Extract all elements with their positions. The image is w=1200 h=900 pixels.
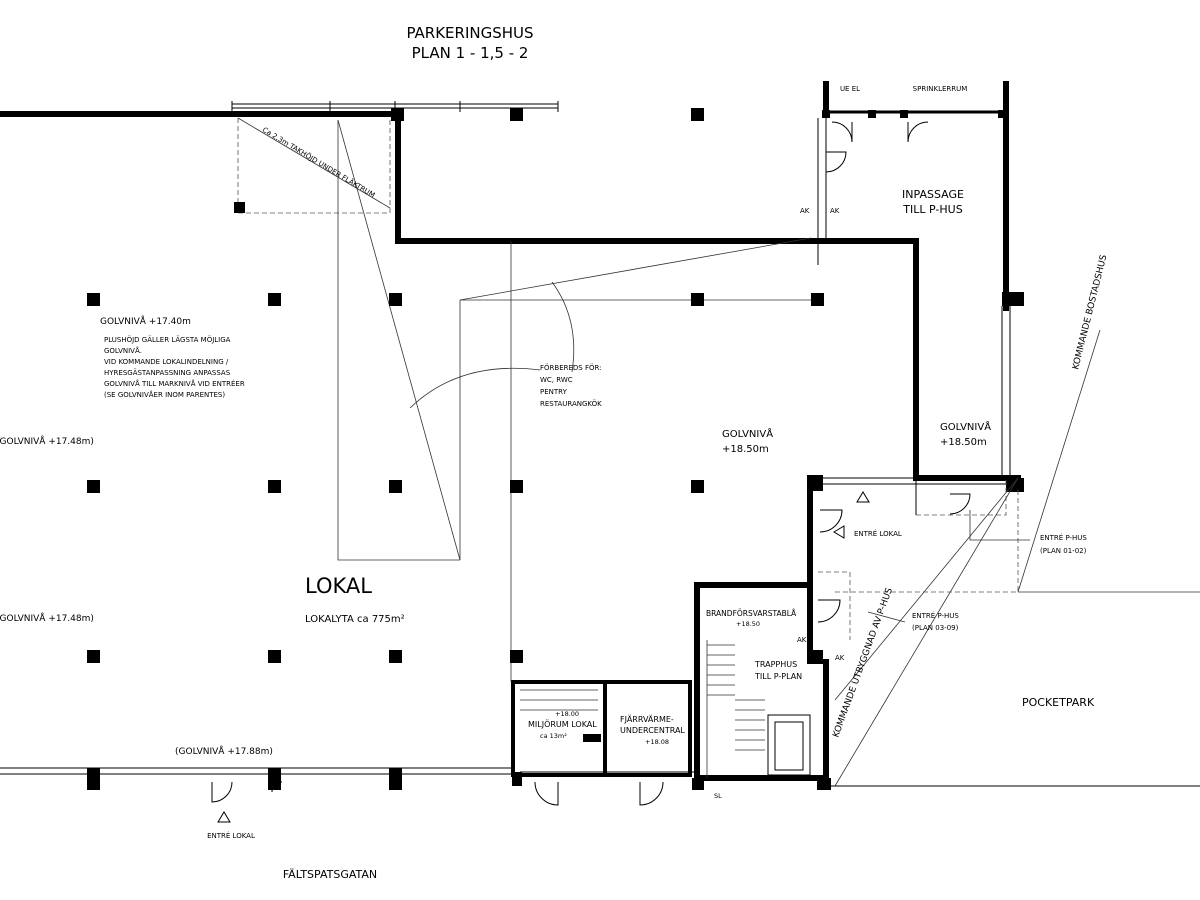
district-heating-level: +18.08: [645, 738, 669, 746]
ak-label: AK: [800, 207, 810, 215]
district-heating-label: UNDERCENTRAL: [620, 726, 685, 735]
lokal-area: LOKALYTA ca 775m²: [305, 614, 405, 625]
prepared-for-label: PENTRY: [540, 388, 568, 396]
waste-room-level: +18.00: [555, 710, 579, 718]
ak-label: AK: [835, 654, 845, 662]
plan-title-line2: PLAN 1 - 1,5 - 2: [412, 44, 529, 62]
lokal-title: LOKAL: [305, 574, 372, 598]
entrance-label: ENTRÉ LOKAL: [854, 529, 902, 538]
entrance-markers: [217, 491, 870, 823]
district-heating-label: FJÄRRVÄRME-: [620, 714, 674, 724]
floor-level-note: PLUSHÖJD GÄLLER LÄGSTA MÖJLIGA: [104, 335, 231, 344]
floor-level-label: GOLVNIVÅ: [722, 427, 773, 440]
entrance-label: ENTRÉ LOKAL: [207, 831, 255, 840]
exterior-walls: [0, 81, 1021, 789]
floor-level-label: GOLVNIVÅ: [940, 420, 991, 433]
structural-columns: [87, 108, 824, 790]
floor-level-label: +18.50m: [940, 437, 987, 448]
guide-lines: [237, 117, 1200, 787]
floor-level-note: GOLVNIVÅ TILL MARKNIVÅ VID ENTRÉER: [104, 379, 245, 388]
entrance-triangle: [833, 525, 845, 539]
waste-room-area: ca 13m²: [540, 732, 567, 740]
plan-title-line1: PARKERINGSHUS: [406, 24, 533, 42]
inpassage-label: INPASSAGE: [902, 188, 964, 201]
stairwell-label: TILL P-PLAN: [754, 672, 802, 681]
entrance-plan-label: (PLAN 01-02): [1040, 547, 1087, 555]
glazing-and-thin-lines: [0, 101, 1200, 787]
room-labels: UE EL SPRINKLERRUM Ca 2,3m TAKHÖJD UNDER…: [0, 85, 1109, 881]
prepared-for-label: RESTAURANGKÖK: [540, 399, 602, 408]
ceiling-height-note: Ca 2,3m TAKHÖJD UNDER FLÄKTRUM: [261, 125, 377, 199]
floor-level-note: GOLVNIVÅ.: [104, 346, 142, 355]
floor-level-label: (GOLVNIVÅ +17.48m): [0, 612, 94, 624]
sprinklerrum-label: SPRINKLERRUM: [913, 85, 968, 93]
pocketpark-label: POCKETPARK: [1022, 696, 1095, 709]
fire-panel-level: +18.50: [736, 620, 760, 628]
ak-label: AK: [797, 636, 807, 644]
prepared-for-label: FÖRBEREDS FÖR:: [540, 363, 602, 372]
future-housing-label: KOMMANDE BOSTADSHUS: [1071, 254, 1109, 371]
prepared-for-label: WC, RWC: [540, 376, 573, 384]
fire-panel-label: BRANDFÖRSVARSTABLÅ: [706, 609, 797, 618]
future-extension-label: KOMMANDE UTBYGGNAD AV P-HUS: [831, 586, 895, 739]
entrance-triangle: [856, 491, 870, 503]
ue-el-label: UE EL: [840, 85, 860, 93]
floor-level-note: (SE GOLVNIVÅER INOM PARENTES): [104, 390, 225, 399]
entrance-triangle: [217, 811, 231, 823]
street-name-label: FÄLTSPATSGATAN: [283, 868, 377, 881]
entrance-label: ENTRÉ P-HUS: [912, 611, 959, 620]
door-swings: [211, 121, 971, 806]
ak-label: AK: [830, 207, 840, 215]
floor-level-note: HYRESGÄSTANPASSNING ANPASSAS: [104, 368, 231, 377]
floor-level-label: GOLVNIVÅ +17.40m: [100, 315, 191, 327]
waste-room-label: MILJÖRUM LOKAL: [528, 719, 597, 729]
entrance-label: ENTRÉ P-HUS: [1040, 533, 1087, 542]
floor-level-note: VID KOMMANDE LOKALINDELNING /: [104, 358, 229, 366]
floor-level-label: (GOLVNIVÅ +17.48m): [0, 435, 94, 447]
floor-level-label: (GOLVNIVÅ +17.88m): [175, 745, 273, 757]
sl-label: SL: [714, 792, 722, 800]
floor-level-label: +18.50m: [722, 444, 769, 455]
leader-lines: [409, 281, 1030, 623]
stairwell-label: TRAPPHUS: [754, 660, 797, 669]
inpassage-label: TILL P-HUS: [902, 203, 962, 216]
service-room-walls: [512, 110, 1024, 790]
entrance-plan-label: (PLAN 03-09): [912, 624, 959, 632]
